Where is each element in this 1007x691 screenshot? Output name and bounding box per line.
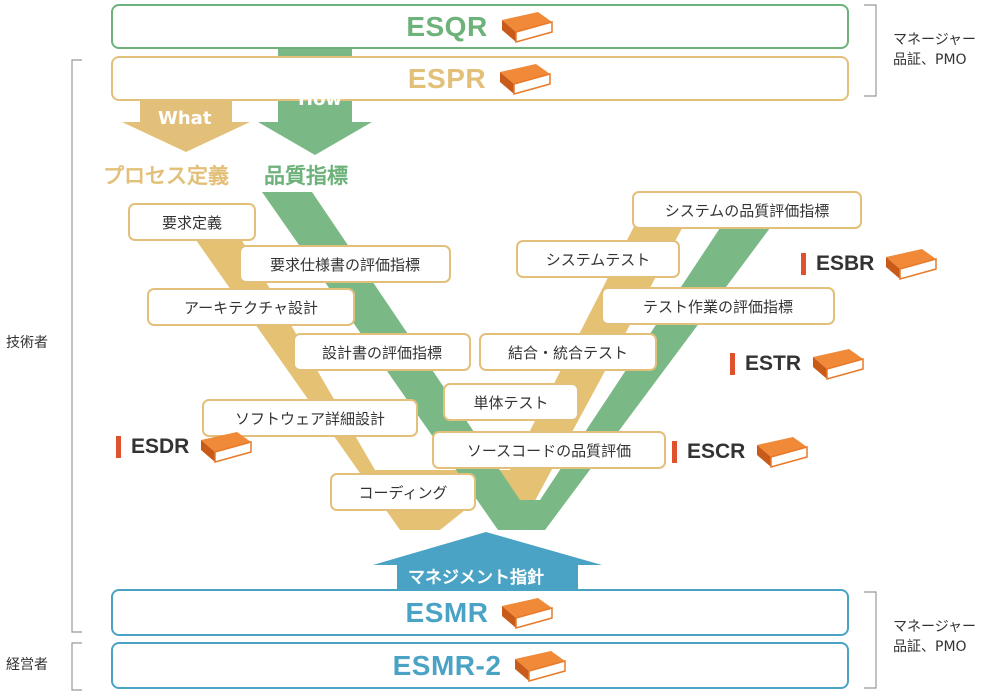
book-icon — [757, 437, 809, 468]
what-arrow — [122, 101, 250, 152]
manager-top-line2: 品証、PMO — [893, 52, 967, 68]
executive-bracket — [71, 642, 82, 691]
metric-design-doc: 設計書の評価指標 — [293, 333, 471, 371]
engineer-bracket — [71, 59, 82, 633]
esdr-marker — [116, 436, 121, 458]
book-icon — [502, 597, 554, 629]
book-icon — [501, 11, 553, 43]
what-label: What — [158, 108, 212, 129]
metric-system-quality: システムの品質評価指標 — [632, 191, 862, 229]
estr-label: ESTR — [745, 352, 802, 375]
estr-marker — [730, 353, 735, 375]
espr-bar: ESPR — [111, 56, 849, 101]
manager-top-line1: マネージャー — [893, 32, 977, 48]
book-icon — [515, 650, 567, 682]
step-requirements-definition: 要求定義 — [128, 203, 256, 241]
engineer-label: 技術者 — [6, 335, 48, 351]
escr-label: ESCR — [687, 440, 746, 463]
esbr-standard: ESBR — [801, 248, 938, 280]
how-label: How — [298, 89, 343, 110]
manager-top-bracket — [864, 4, 877, 97]
step-unit-test: 単体テスト — [443, 383, 579, 421]
quality-metrics-heading: 品質指標 — [264, 164, 348, 188]
esbr-marker — [801, 253, 806, 275]
book-icon — [500, 63, 551, 95]
process-left-band — [172, 206, 465, 530]
executive-label: 経営者 — [6, 657, 48, 673]
step-software-detail-design: ソフトウェア詳細設計 — [202, 399, 418, 437]
step-coding: コーディング — [330, 473, 476, 511]
manager-top-label: マネージャー 品証、PMO — [893, 30, 976, 70]
metric-test-work: テスト作業の評価指標 — [601, 287, 835, 325]
estr-standard: ESTR — [730, 348, 865, 380]
management-guideline-label: マネジメント指針 — [408, 568, 544, 588]
metric-requirements-spec: 要求仕様書の評価指標 — [239, 245, 451, 283]
esmr-bar: ESMR — [111, 589, 849, 636]
process-definition-heading: プロセス定義 — [103, 164, 229, 188]
esdr-label: ESDR — [131, 435, 190, 458]
metric-source-code-quality: ソースコードの品質評価 — [432, 431, 666, 469]
book-icon — [201, 432, 253, 463]
step-integration-test: 結合・統合テスト — [479, 333, 657, 371]
esqr-bar: ESQR — [111, 4, 849, 49]
esbr-label: ESBR — [816, 252, 875, 275]
esmr-title: ESMR — [405, 596, 489, 628]
esmr2-bar: ESMR-2 — [111, 642, 849, 689]
esdr-standard: ESDR — [116, 431, 253, 463]
espr-title: ESPR — [407, 62, 487, 94]
escr-marker — [672, 441, 677, 463]
management-arrow — [373, 532, 602, 592]
manager-bottom-label: マネージャー 品証、PMO — [893, 617, 976, 657]
escr-standard: ESCR — [672, 436, 809, 468]
manager-bottom-bracket — [864, 591, 877, 689]
book-icon — [886, 249, 938, 280]
step-architecture-design: アーキテクチャ設計 — [147, 288, 355, 326]
esqr-title: ESQR — [406, 10, 488, 42]
manager-bottom-line1: マネージャー — [893, 619, 977, 635]
manager-bottom-line2: 品証、PMO — [893, 639, 967, 655]
book-icon — [813, 349, 864, 380]
esmr2-title: ESMR-2 — [392, 649, 502, 681]
step-system-test: システムテスト — [516, 240, 680, 278]
